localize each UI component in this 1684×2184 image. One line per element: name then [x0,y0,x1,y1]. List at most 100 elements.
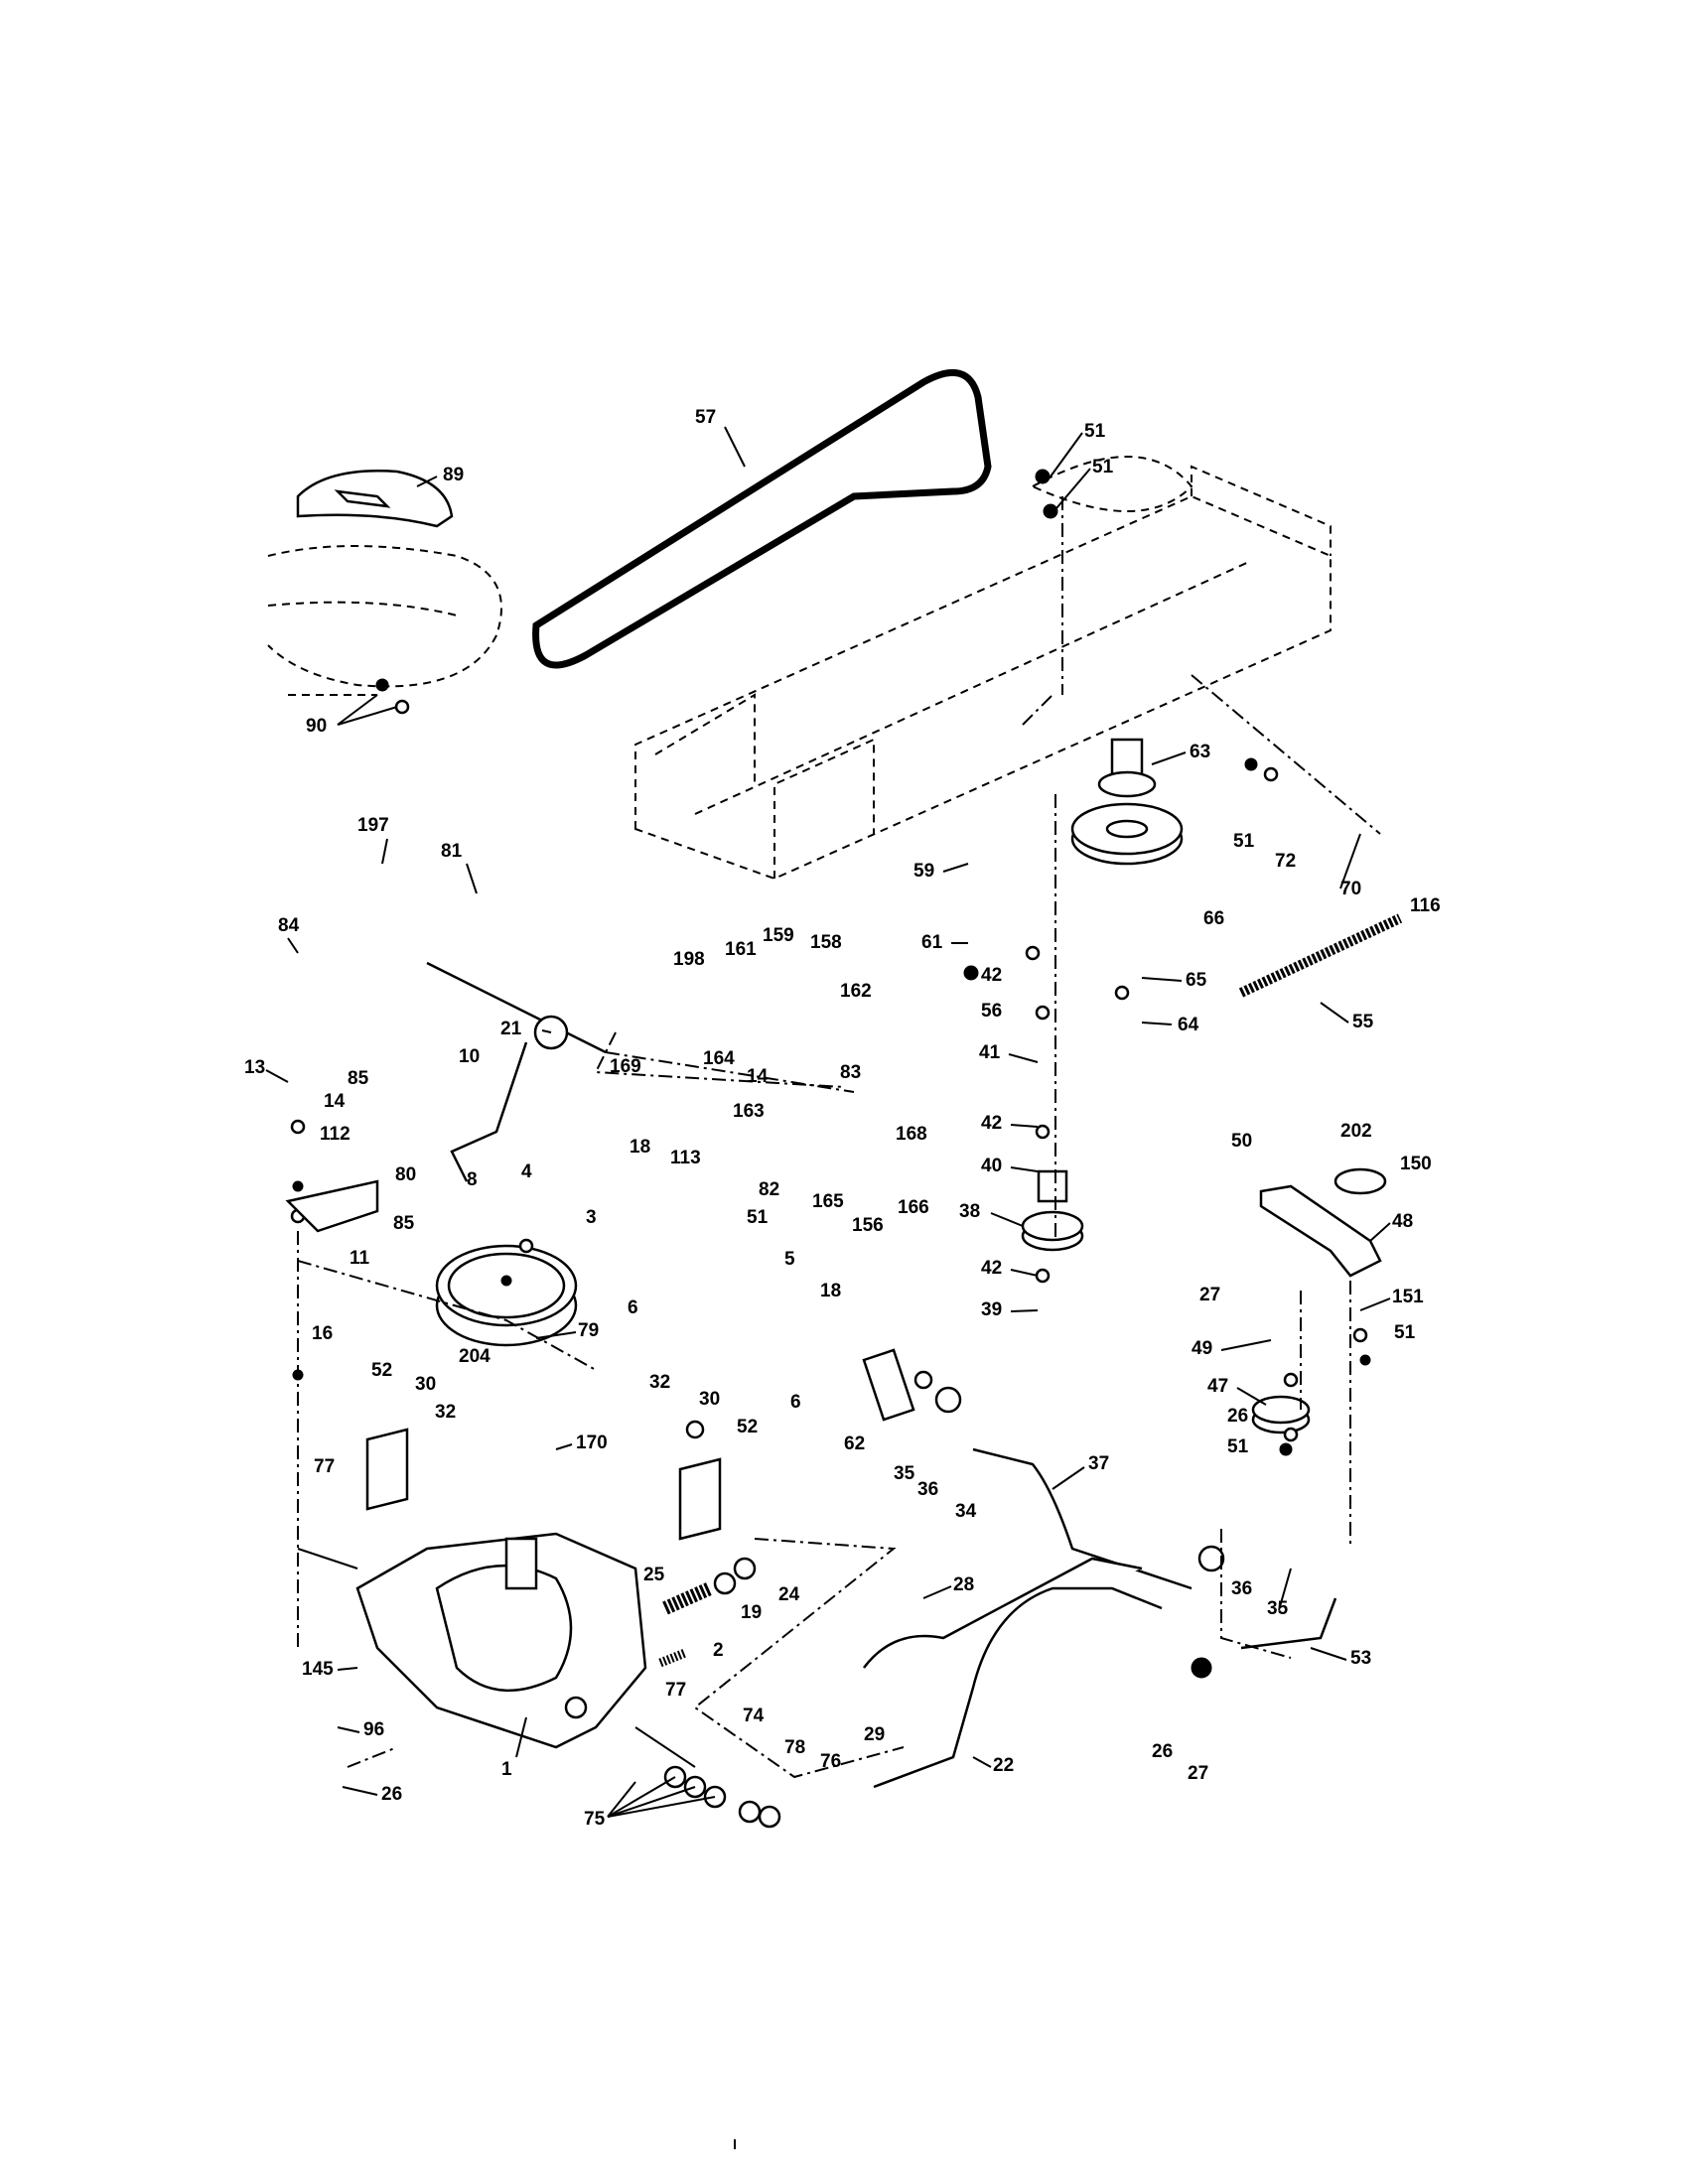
label-38: 38 [959,1201,980,1222]
label-25: 25 [643,1565,665,1585]
label-2: 2 [713,1640,724,1661]
label-84: 84 [278,915,300,936]
label-57: 57 [695,407,716,428]
label-158: 158 [810,932,842,953]
label-52b: 52 [737,1417,758,1437]
label-51c: 51 [1233,831,1255,852]
label-113: 113 [670,1148,701,1168]
leader-lines [265,426,1391,1818]
label-1: 1 [501,1759,512,1780]
label-47: 47 [1207,1376,1228,1397]
label-164: 164 [703,1048,735,1069]
label-61: 61 [921,932,943,953]
label-116: 116 [1410,895,1441,916]
label-198: 198 [673,949,705,970]
label-74: 74 [743,1706,765,1726]
label-22: 22 [993,1755,1014,1776]
label-13: 13 [244,1057,265,1078]
label-162: 162 [840,981,872,1002]
label-70: 70 [1340,879,1361,899]
label-30b: 30 [699,1389,720,1410]
label-59: 59 [913,861,934,882]
label-78: 78 [784,1737,805,1758]
label-37: 37 [1088,1453,1109,1474]
label-24: 24 [778,1584,800,1605]
label-77b: 77 [665,1680,686,1701]
label-42b: 42 [981,1113,1002,1134]
label-36a: 36 [917,1479,938,1500]
label-90: 90 [306,716,327,737]
label-51e: 51 [1394,1322,1416,1343]
label-29: 29 [864,1724,885,1745]
label-52a: 52 [371,1360,392,1381]
label-150: 150 [1400,1154,1432,1174]
label-50: 50 [1231,1131,1252,1152]
part-labels: 57 89 90 51 51 63 51 72 70 116 59 61 66 … [244,407,1441,1830]
label-65: 65 [1186,970,1207,991]
fender-outline [267,545,502,696]
belt [532,369,992,669]
label-6b: 6 [790,1392,801,1413]
label-81: 81 [441,841,463,862]
label-156: 156 [852,1215,884,1236]
label-96: 96 [363,1719,384,1740]
label-161: 161 [725,939,757,960]
alignment-lines [297,496,1381,1779]
label-42a: 42 [981,965,1002,986]
label-51f: 51 [1227,1436,1249,1457]
label-82: 82 [759,1179,779,1200]
label-34: 34 [955,1501,977,1522]
shift-shaft [426,961,607,1182]
shift-cover [296,470,454,528]
axle-tube [862,1348,915,1422]
label-26c: 26 [1152,1741,1173,1762]
label-48: 48 [1392,1211,1413,1232]
label-11: 11 [350,1248,370,1269]
label-5: 5 [784,1249,795,1270]
label-30a: 30 [415,1374,436,1395]
label-32b: 32 [649,1372,670,1393]
label-55: 55 [1352,1012,1374,1032]
label-51b: 51 [1092,457,1114,478]
label-40: 40 [981,1156,1002,1176]
label-18a: 18 [630,1137,650,1158]
label-36b: 36 [1231,1578,1252,1599]
label-56: 56 [981,1001,1002,1022]
label-35b: 35 [1267,1598,1289,1619]
label-170: 170 [576,1433,608,1453]
label-151: 151 [1392,1287,1424,1307]
label-80: 80 [395,1164,416,1185]
label-27b: 27 [1188,1763,1208,1784]
label-49: 49 [1192,1338,1212,1359]
label-169: 169 [610,1056,641,1077]
label-35a: 35 [894,1463,915,1484]
label-41: 41 [979,1042,1001,1063]
pulley-47 [1251,1395,1311,1434]
label-168: 168 [896,1124,927,1145]
label-39: 39 [981,1299,1002,1320]
label-51d: 51 [747,1207,769,1228]
label-16: 16 [312,1323,333,1344]
label-10: 10 [459,1046,480,1067]
label-53: 53 [1350,1648,1371,1669]
label-204: 204 [459,1346,491,1367]
label-14a: 14 [747,1066,769,1087]
transaxle-pulley [435,1244,578,1347]
transaxle [297,1532,696,1768]
label-42c: 42 [981,1258,1002,1279]
label-18b: 18 [820,1281,841,1301]
label-202: 202 [1340,1121,1372,1142]
label-63: 63 [1190,742,1210,762]
label-62: 62 [844,1433,865,1454]
label-28: 28 [953,1574,974,1595]
label-66: 66 [1203,908,1224,929]
idler-pulley-assembly [1070,738,1184,866]
tractor-frame [634,456,1332,881]
label-112: 112 [320,1124,351,1145]
label-19: 19 [741,1602,762,1623]
label-77a: 77 [314,1456,335,1477]
spring [1238,913,1403,998]
label-21: 21 [500,1019,522,1039]
label-197: 197 [357,815,389,836]
